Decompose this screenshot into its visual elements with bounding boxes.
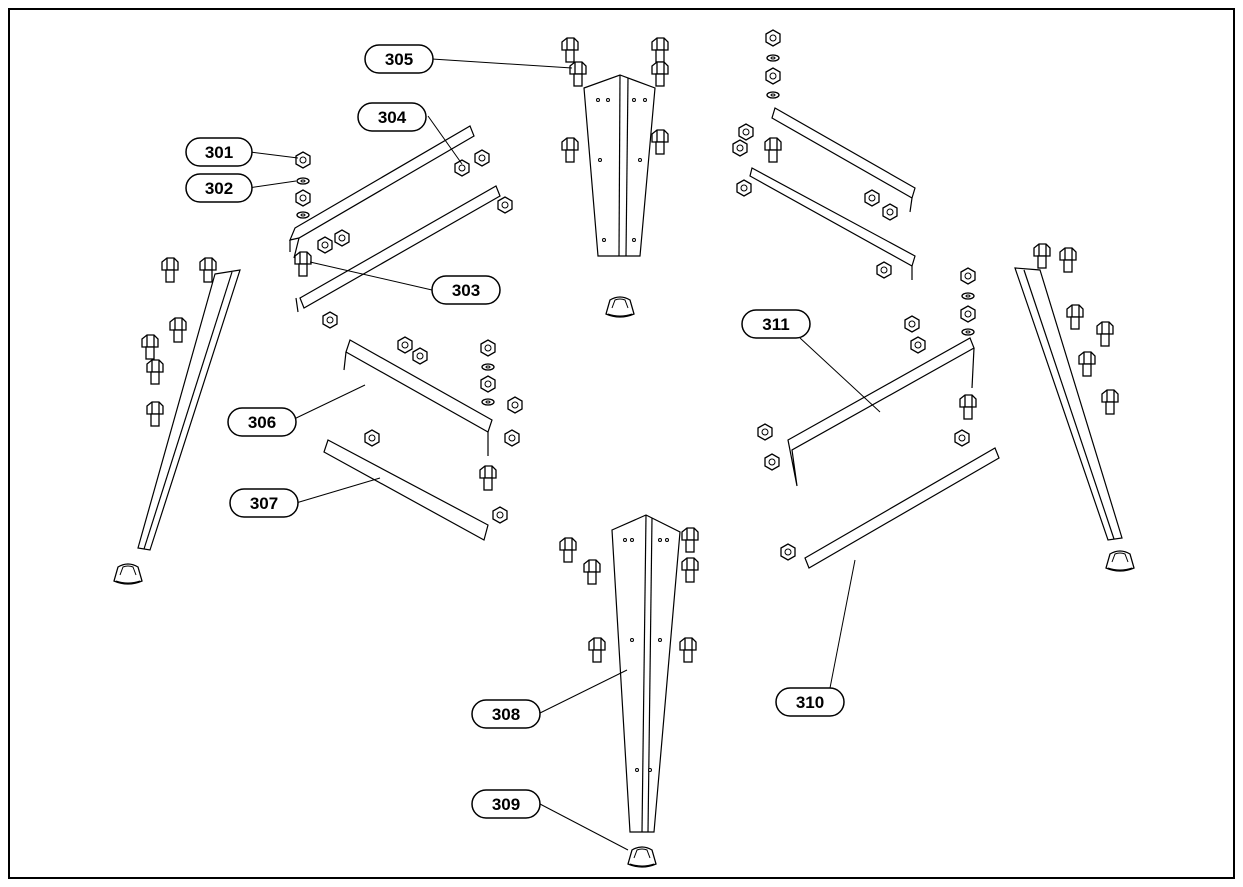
callout-label: 302 (205, 179, 233, 198)
callout-311: 311 (741, 309, 811, 339)
callout-301: 301 (185, 137, 253, 167)
middle-right-rails (757, 267, 1000, 569)
callout-label: 310 (796, 693, 824, 712)
callout-label: 304 (378, 108, 407, 127)
callout-310: 310 (775, 687, 845, 717)
callout-309: 309 (471, 789, 541, 819)
callout-308: 308 (471, 699, 541, 729)
callout-label: 306 (248, 413, 276, 432)
callout-label: 307 (250, 494, 278, 513)
callout-label: 309 (492, 795, 520, 814)
callout-label: 305 (385, 50, 413, 69)
middle-left-rails (323, 336, 523, 541)
callout-302: 302 (185, 173, 253, 203)
callout-307: 307 (229, 488, 299, 518)
callout-303: 303 (431, 275, 501, 305)
upper-right-rails (732, 29, 916, 280)
bottom-leg (559, 514, 699, 868)
callout-label: 301 (205, 143, 233, 162)
right-leg (1014, 243, 1135, 572)
callout-label: 311 (762, 315, 789, 334)
callout-305: 305 (364, 44, 434, 74)
top-leg (561, 37, 669, 318)
leader-lines (247, 58, 881, 851)
callout-306: 306 (227, 407, 297, 437)
callout-label: 308 (492, 705, 520, 724)
callout-label: 303 (452, 281, 480, 300)
upper-left-rails (289, 125, 513, 329)
callout-304: 304 (357, 102, 427, 132)
left-leg (113, 257, 241, 585)
